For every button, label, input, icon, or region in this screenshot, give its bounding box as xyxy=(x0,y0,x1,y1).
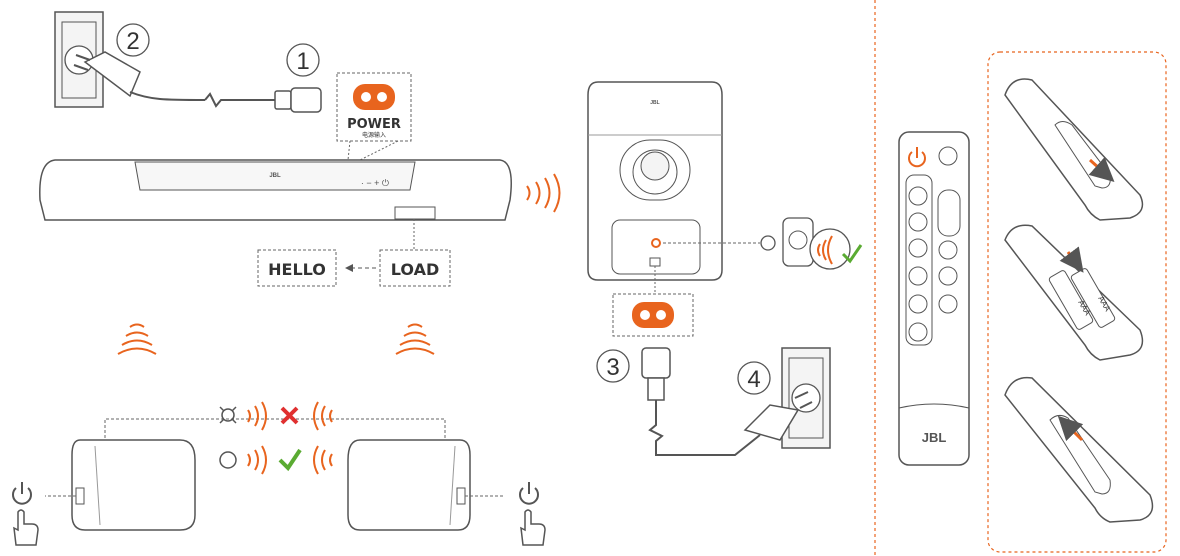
check-icon xyxy=(278,448,302,472)
load-display xyxy=(394,206,436,220)
soundbar-controls: · − + ⏻ xyxy=(361,178,389,188)
remote-back-close xyxy=(1004,376,1154,523)
arrow-icon xyxy=(1088,157,1115,183)
soundbar-logo: JBL xyxy=(269,173,281,179)
sound-wave-icon xyxy=(117,323,435,355)
power-inset-box xyxy=(336,72,412,142)
blink-indicator xyxy=(219,406,237,424)
plug-icon xyxy=(73,51,206,101)
subwoofer-logo: JBL xyxy=(650,100,659,106)
battery-steps-box xyxy=(987,51,1167,553)
power-cable xyxy=(204,92,275,108)
sub-pair-indicator xyxy=(760,235,776,251)
check-icon xyxy=(841,244,863,264)
power-sublabel: 电源输入 xyxy=(362,131,386,139)
power-port-icon xyxy=(353,84,395,110)
right-speaker xyxy=(347,439,471,531)
power-cable xyxy=(648,400,761,456)
step-2-badge xyxy=(116,23,150,57)
remote-battery-compartment: AAA AAA xyxy=(1004,224,1144,361)
power-connector xyxy=(641,347,671,401)
soundbar: JBL · − + ⏻ xyxy=(39,159,512,221)
cross-icon xyxy=(280,406,299,425)
left-speaker xyxy=(71,439,196,531)
wall-socket-icon xyxy=(781,347,831,449)
battery-icon xyxy=(1048,268,1116,330)
step-3-label: 3 xyxy=(606,354,619,381)
subwoofer-small-icon xyxy=(782,217,814,267)
solid-indicator xyxy=(219,451,237,469)
sound-wave-icon xyxy=(247,401,333,475)
sound-wave-icon xyxy=(526,173,561,213)
remote-control-icon: JBL xyxy=(898,131,970,466)
remote-back-open xyxy=(1004,78,1144,221)
step-2-label: 2 xyxy=(126,28,139,55)
hello-label: HELLO xyxy=(268,260,326,279)
load-box xyxy=(379,249,451,287)
sub-power-inset xyxy=(612,293,694,337)
power-port-icon xyxy=(632,302,674,328)
arrow-icon xyxy=(1057,415,1084,442)
step-3-badge xyxy=(596,349,630,383)
power-label: POWER xyxy=(347,117,401,132)
step-4-label: 4 xyxy=(747,366,760,393)
subwoofer: JBL xyxy=(587,81,723,281)
power-connector xyxy=(274,87,322,113)
plug-icon xyxy=(743,391,813,441)
hello-box xyxy=(257,249,337,287)
load-label: LOAD xyxy=(391,260,439,279)
step-4-badge xyxy=(737,361,771,395)
sound-wave-icon xyxy=(817,235,833,265)
remote-logo: JBL xyxy=(922,430,947,445)
arrow-icon xyxy=(1059,246,1084,273)
step-1-badge xyxy=(286,43,320,77)
hand-pointer-icon xyxy=(13,509,546,546)
power-icon xyxy=(12,482,539,505)
step-1-label: 1 xyxy=(296,48,309,75)
